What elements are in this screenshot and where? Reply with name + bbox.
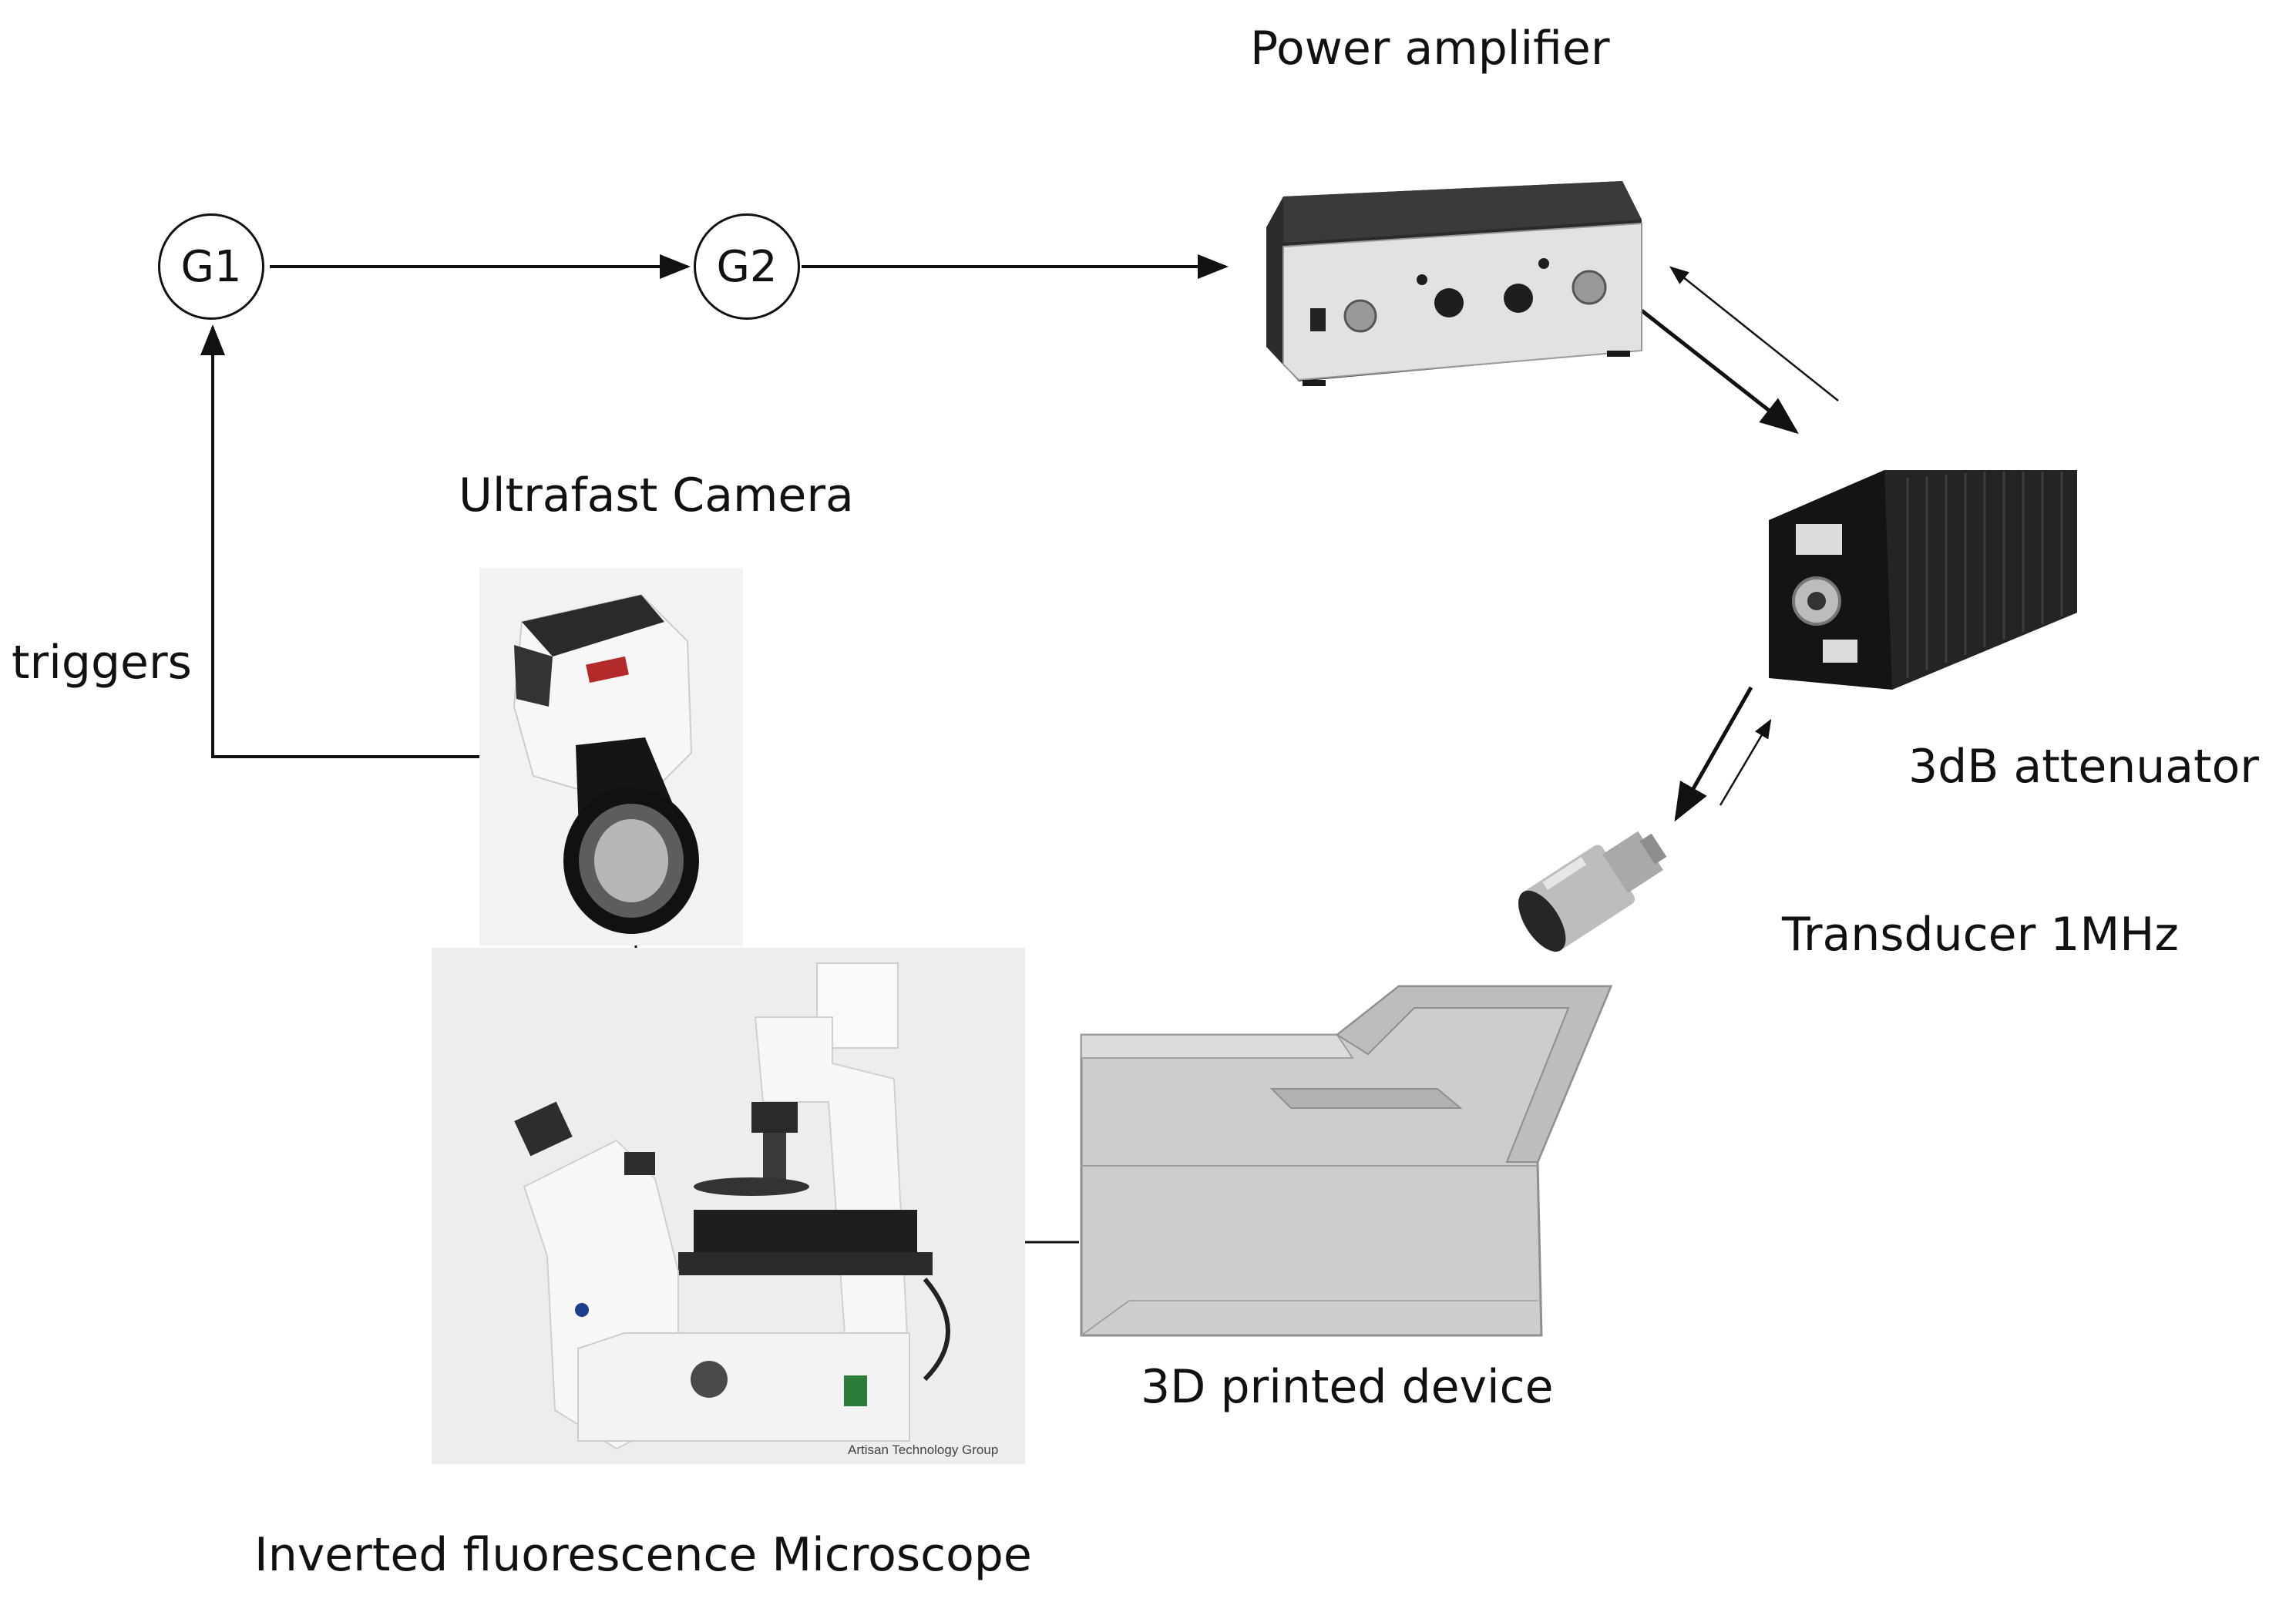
printed-device-image	[1080, 985, 1613, 1337]
arrow-attenuator-to-amplifier	[1669, 266, 1839, 401]
arrow-attenuator-to-transducer	[1674, 686, 1753, 822]
power-amplifier-label: Power amplifier	[1250, 22, 1610, 76]
transducer-image	[1518, 831, 1667, 952]
arrow-transducer-to-attenuator	[1719, 718, 1772, 806]
ultrafast-camera-image	[479, 568, 743, 945]
g2-label: G2	[716, 241, 778, 292]
power-amplifier-image	[1266, 181, 1642, 386]
microscope-photo-credit: Artisan Technology Group	[848, 1442, 999, 1457]
triggers-label: triggers	[12, 636, 192, 690]
microscope-label: Inverted fluorescence Microscope	[254, 1528, 1032, 1582]
generator-g2-node: G2	[694, 213, 800, 320]
attenuator-image	[1769, 470, 2077, 690]
g1-label: G1	[180, 241, 242, 292]
generator-g1-node: G1	[158, 213, 264, 320]
microscope-image	[432, 948, 1025, 1464]
ultrafast-camera-label: Ultrafast Camera	[459, 469, 854, 522]
transducer-label: Transducer 1MHz	[1782, 908, 2179, 962]
arrow-amplifier-to-attenuator	[1640, 309, 1799, 435]
trigger-line	[200, 324, 479, 758]
printed-device-label: 3D printed device	[1141, 1360, 1554, 1414]
attenuator-label: 3dB attenuator	[1908, 740, 2259, 794]
